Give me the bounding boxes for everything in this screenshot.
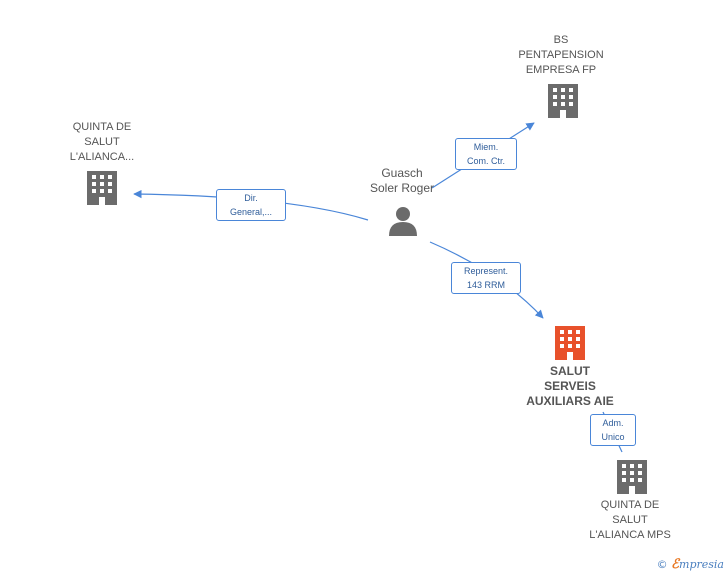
node-label-salut[interactable]: SALUT SERVEIS AUXILIARS AIE [510,364,630,409]
node-label-person[interactable]: Guasch Soler Roger [352,166,452,196]
node-label-line: QUINTA DE [600,499,660,511]
edge-label-to-bs[interactable]: Miem. Com. Ctr. [455,138,517,170]
node-label-line: QUINTA DE [72,121,132,133]
node-label-line: SALUT [612,514,648,526]
edge-label-to-salut[interactable]: Represent. 143 RRM [451,262,521,294]
node-label-line: SALUT [84,136,120,148]
copyright-symbol: © [656,558,668,571]
brand-logo-text: mpresia [679,558,724,571]
node-label-quinta2[interactable]: QUINTA DE SALUT L'ALIANCA MPS [574,498,686,543]
edge-label-line: Adm. [602,418,624,428]
edge-label-line: Represent. [463,266,509,276]
edge-label-line: Com. Ctr. [466,156,505,166]
node-label-line: Guasch [381,166,423,180]
brand-logo-initial: ℰ [671,557,680,572]
edge-label-line: Miem. [473,142,499,152]
edge-label-line: 143 RRM [466,280,505,290]
node-label-line: PENTAPENSION [518,49,604,61]
node-label-bs[interactable]: BS PENTAPENSION EMPRESA FP [505,33,617,78]
node-label-line: SERVEIS [544,379,596,393]
building-icon[interactable] [617,460,647,494]
node-label-line: L'ALIANCA... [69,151,135,163]
node-label-line: EMPRESA FP [525,64,597,76]
edge-label-line: General,... [229,207,273,217]
person-icon[interactable] [389,207,417,236]
building-icon[interactable] [555,326,585,360]
footer-brand: © ℰmpresia [657,557,724,572]
node-label-line: Soler Roger [369,181,435,195]
edge-label-to-quinta1[interactable]: Dir. General,... [216,189,286,221]
edge-label-salut-quinta2[interactable]: Adm. Unico [590,414,636,446]
building-icon[interactable] [548,84,578,118]
node-label-line: L'ALIANCA MPS [589,529,671,541]
edge-label-line: Unico [601,432,625,442]
node-label-line: SALUT [550,364,590,378]
node-label-quinta1[interactable]: QUINTA DE SALUT L'ALIANCA... [46,120,158,165]
edge-label-line: Dir. [244,193,258,203]
node-label-line: AUXILIARS AIE [526,394,614,408]
building-icon[interactable] [87,171,117,205]
node-label-line: BS [553,34,569,46]
